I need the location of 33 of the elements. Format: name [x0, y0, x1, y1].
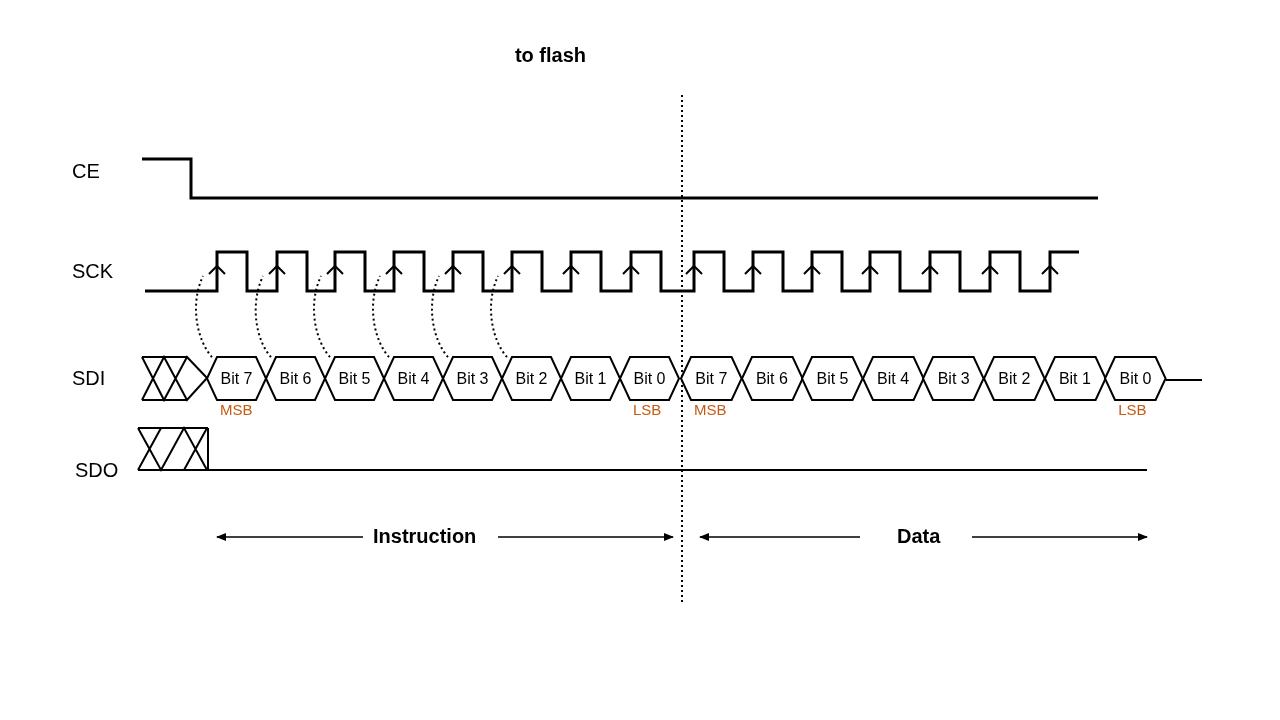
signal-name: SDO: [75, 459, 119, 482]
bit-order-label: LSB: [633, 401, 662, 418]
bit-cell: Bit 2: [984, 357, 1045, 400]
dotted-connector: [372, 275, 390, 358]
bit-cell: Bit 7: [207, 357, 266, 400]
bit-cell: Bit 7: [681, 357, 742, 400]
span-label: Data: [897, 525, 941, 548]
dotted-connector: [313, 275, 331, 358]
bit-cell: Bit 0: [620, 357, 679, 400]
bit-cell: Bit 6: [741, 357, 803, 400]
diagram-title: to flash: [514, 44, 587, 66]
bit-order-label: MSB: [220, 401, 253, 418]
signal-name: SDI: [72, 367, 106, 390]
signal-name: CE: [72, 160, 100, 183]
bit-cell: Bit 3: [443, 357, 502, 400]
dotted-connector: [195, 275, 213, 358]
bit-cell: Bit 4: [384, 357, 443, 400]
span-label: Instruction: [373, 525, 477, 548]
bit-cell: Bit 5: [802, 357, 863, 400]
signal-name: SCK: [72, 260, 114, 283]
bit-cell: Bit 2: [502, 357, 561, 400]
dotted-connector: [254, 275, 272, 358]
bit-order-label: LSB: [1118, 401, 1147, 418]
dotted-connector: [490, 275, 508, 358]
bit-cell: Bit 4: [862, 357, 924, 400]
bit-cell: Bit 3: [923, 357, 984, 400]
bit-cell: Bit 1: [561, 357, 620, 400]
bit-cell: Bit 0: [1105, 357, 1166, 400]
bit-cell: Bit 6: [266, 357, 325, 400]
bit-cell: Bit 5: [325, 357, 384, 400]
dotted-connector: [431, 275, 449, 358]
bit-cell: Bit 1: [1044, 357, 1106, 400]
bit-order-label: MSB: [694, 401, 727, 418]
